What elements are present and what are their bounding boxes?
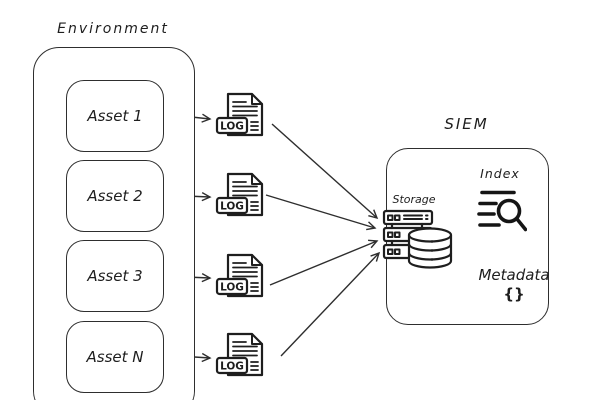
metadata-label: Metadata	[478, 266, 550, 284]
environment-label: Environment	[57, 21, 169, 37]
asset-2-box: Asset 2	[66, 160, 164, 232]
log-badge-label: LOG	[220, 361, 244, 373]
log-file-icon: LOG	[215, 332, 264, 377]
arrow-log3-storage	[269, 239, 379, 286]
asset-1-label: Asset 1	[87, 107, 143, 125]
log-badge-label: LOG	[220, 121, 244, 133]
asset-n-label: Asset N	[86, 348, 144, 366]
arrow-log4-storage	[280, 251, 381, 357]
asset-3-label: Asset 3	[87, 267, 143, 285]
log-file-icon: LOG	[215, 172, 264, 217]
log-file-icon: LOG	[215, 92, 264, 137]
search-index-icon	[477, 190, 527, 232]
server-database-icon	[382, 209, 453, 269]
asset-n-box: Asset N	[66, 321, 164, 393]
metadata-braces-icon: {}	[503, 285, 525, 303]
asset-2-label: Asset 2	[87, 187, 143, 205]
asset-3-box: Asset 3	[66, 240, 164, 312]
asset-1-box: Asset 1	[66, 80, 164, 152]
log-badge-label: LOG	[220, 201, 244, 213]
log-file-icon: LOG	[215, 253, 264, 298]
storage-label: Storage	[392, 193, 436, 206]
index-label: Index	[480, 166, 520, 181]
log-badge-label: LOG	[220, 282, 244, 294]
arrow-log2-storage	[265, 194, 377, 231]
arrow-log1-storage	[271, 123, 379, 220]
siem-label: SIEM	[444, 115, 489, 133]
